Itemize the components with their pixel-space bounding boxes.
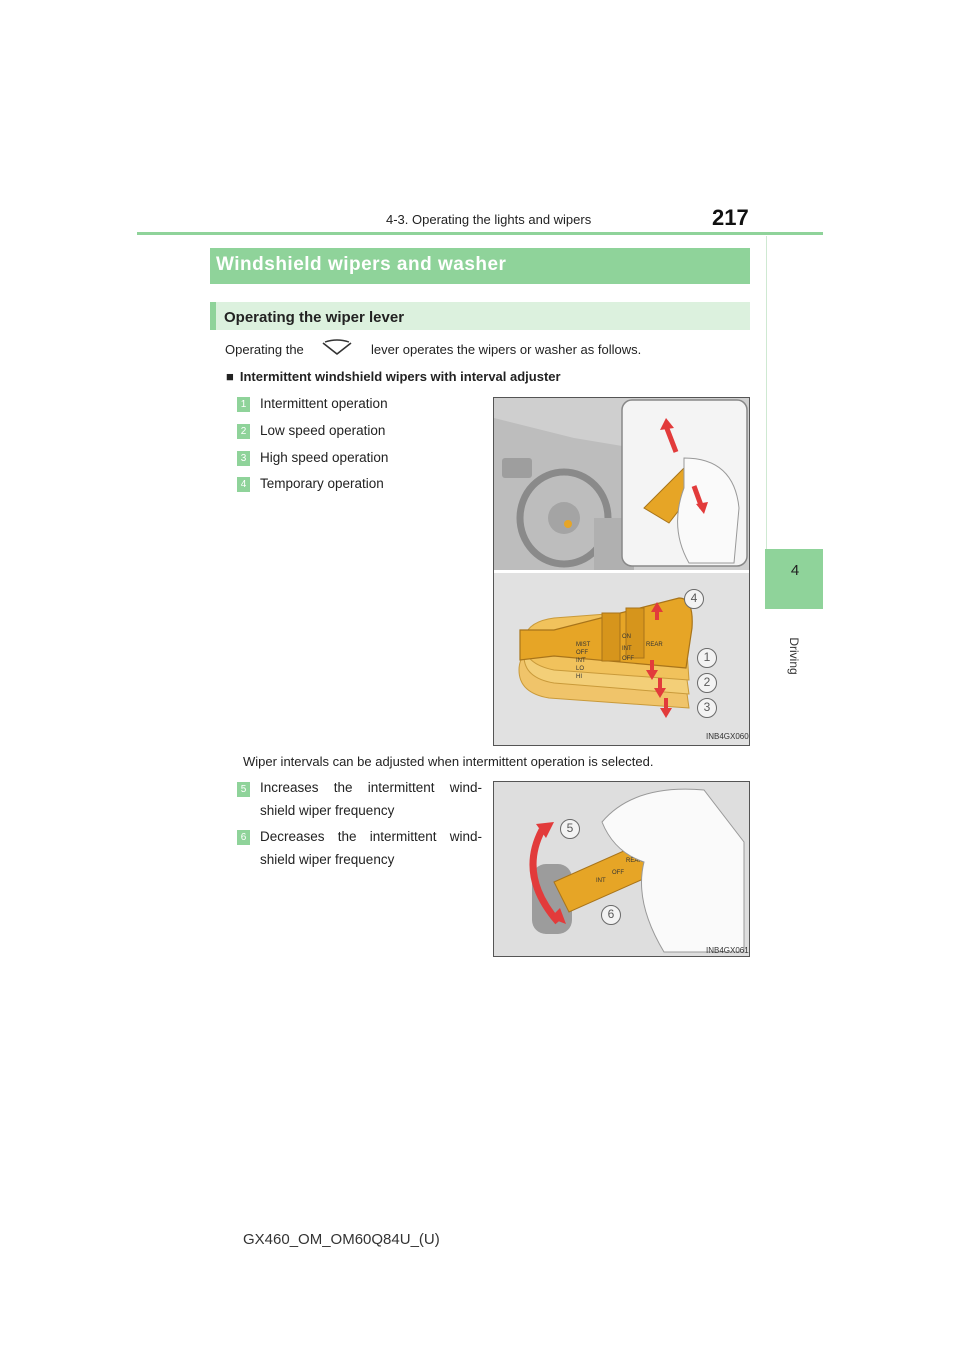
lever-marking-rear: REAR bbox=[646, 642, 663, 648]
item-number-badge: 6 bbox=[237, 830, 250, 845]
lever-marking-rear-off: OFF bbox=[622, 656, 634, 662]
lever-marking-int: INT bbox=[576, 658, 586, 664]
chapter-label: Driving bbox=[771, 621, 816, 691]
interval-adjuster-figure: INT OFF REAR 5 6 INB4GX061 bbox=[493, 781, 750, 957]
interval-adjuster-illustration: INT OFF REAR bbox=[494, 782, 749, 956]
interval-note: Wiper intervals can be adjusted when int… bbox=[243, 754, 654, 769]
figure-callout: 4 bbox=[684, 589, 704, 609]
figure-code: INB4GX061 bbox=[706, 946, 749, 955]
wiper-lever-figure: MIST OFF INT LO HI ON INT OFF REAR 4 1 2… bbox=[493, 397, 750, 746]
item-number-badge: 3 bbox=[237, 451, 250, 466]
lever-marking-int: INT bbox=[596, 878, 606, 884]
figure-callout: 2 bbox=[697, 673, 717, 693]
lever-marking-rear-int: INT bbox=[622, 646, 632, 652]
bullet-square-icon: ■ bbox=[226, 369, 234, 384]
side-divider bbox=[766, 236, 767, 549]
lever-marking-off: OFF bbox=[612, 870, 624, 876]
item-label: Increases the intermittent wind-shield w… bbox=[260, 780, 482, 818]
item-label: Decreases the intermittent wind-shield w… bbox=[260, 829, 482, 867]
footer-document-code: GX460_OM_OM60Q84U_(U) bbox=[243, 1231, 440, 1248]
bullet-heading-text: Intermittent windshield wipers with inte… bbox=[239, 369, 561, 384]
item-number-badge: 5 bbox=[237, 782, 250, 797]
figure-callout: 3 bbox=[697, 698, 717, 718]
lever-marking-lo: LO bbox=[576, 666, 584, 672]
figure-callout: 5 bbox=[560, 819, 580, 839]
figure-callout: 6 bbox=[601, 905, 621, 925]
subsection-title: Operating the wiper lever bbox=[224, 309, 405, 326]
lever-marking-mist: MIST bbox=[576, 642, 591, 648]
lever-marking-off: OFF bbox=[576, 650, 588, 656]
chapter-number: 4 bbox=[790, 562, 800, 579]
wiper-lever-illustration: MIST OFF INT LO HI ON INT OFF REAR bbox=[494, 398, 749, 745]
intro-text: Operating the lever operates the wipers … bbox=[225, 342, 641, 357]
chapter-tab bbox=[765, 549, 823, 609]
chapter-label-text: Driving bbox=[786, 637, 801, 675]
lever-marking-on: ON bbox=[622, 634, 631, 640]
item-number-badge: 1 bbox=[237, 397, 250, 412]
item-label: High speed operation bbox=[260, 450, 389, 465]
header-rule bbox=[137, 232, 823, 235]
intro-after: lever operates the wipers or washer as f… bbox=[371, 342, 642, 357]
item-label: Low speed operation bbox=[260, 423, 386, 438]
wiper-icon bbox=[322, 339, 352, 355]
figure-callout: 1 bbox=[697, 648, 717, 668]
item-number-badge: 2 bbox=[237, 424, 250, 439]
section-title-bar bbox=[210, 248, 750, 284]
section-title: Windshield wipers and washer bbox=[216, 254, 507, 275]
item-number-badge: 4 bbox=[237, 477, 250, 492]
subsection-title-bar bbox=[210, 302, 750, 330]
intro-before: Operating the bbox=[225, 342, 304, 357]
figure-code: INB4GX060 bbox=[706, 732, 749, 741]
item-label: Temporary operation bbox=[260, 476, 384, 491]
page-number: 217 bbox=[712, 205, 749, 230]
lever-marking-rear: REAR bbox=[626, 858, 643, 864]
item-label: Intermittent operation bbox=[260, 396, 388, 411]
lever-marking-hi: HI bbox=[576, 674, 582, 680]
header-section-title: 4-3. Operating the lights and wipers bbox=[386, 212, 592, 227]
bullet-heading: ■ Intermittent windshield wipers with int… bbox=[226, 369, 561, 384]
